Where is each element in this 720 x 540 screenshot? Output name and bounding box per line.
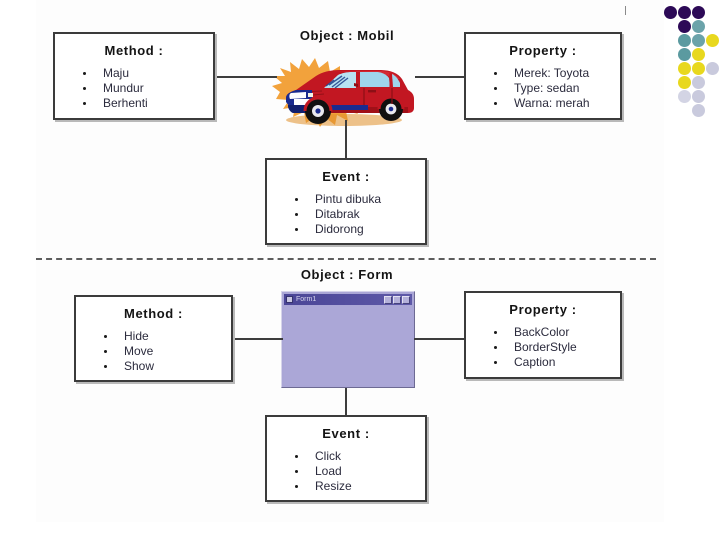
maximize-icon[interactable] <box>393 295 401 304</box>
event-list-mobil: Pintu dibuka Ditabrak Didorong <box>267 192 425 237</box>
list-item: Mundur <box>81 81 213 96</box>
list-item: Move <box>102 344 231 359</box>
list-item: BackColor <box>492 325 620 340</box>
dot-yellow <box>692 48 705 61</box>
system-menu-icon[interactable] <box>286 296 293 303</box>
dot-gray <box>678 90 691 103</box>
list-item: BorderStyle <box>492 340 620 355</box>
event-box-title: Event : <box>322 169 370 184</box>
dot-gray <box>706 62 719 75</box>
method-box-title: Method : <box>124 306 183 321</box>
property-box-title: Property : <box>509 302 577 317</box>
connector-object-to-event-mobil <box>345 120 347 158</box>
tick-mark-icon <box>625 6 626 15</box>
dot-purple <box>692 6 705 19</box>
event-box-form: Event : Click Load Resize <box>265 415 427 502</box>
vb-form-client-area[interactable] <box>284 306 412 385</box>
property-list-form: BackColor BorderStyle Caption <box>466 325 620 370</box>
dot-purple <box>678 20 691 33</box>
method-list-form: Hide Move Show <box>76 329 231 374</box>
decorative-dot-motif <box>612 0 720 118</box>
list-item: Didorong <box>293 222 425 237</box>
car-illustration <box>272 52 418 132</box>
list-item: Maju <box>81 66 213 81</box>
object-title-mobil: Object : Mobil <box>299 28 395 43</box>
list-item: Show <box>102 359 231 374</box>
property-box-title: Property : <box>509 43 577 58</box>
list-item: Pintu dibuka <box>293 192 425 207</box>
event-list-form: Click Load Resize <box>267 449 425 494</box>
list-item: Load <box>293 464 425 479</box>
list-item: Ditabrak <box>293 207 425 222</box>
dot-teal <box>692 20 705 33</box>
list-item: Warna: merah <box>492 96 620 111</box>
list-item: Resize <box>293 479 425 494</box>
dot-gray <box>692 104 705 117</box>
dot-teal <box>678 48 691 61</box>
dot-teal <box>678 34 691 47</box>
method-list-mobil: Maju Mundur Berhenti <box>55 66 213 111</box>
connector-method-to-object-form <box>233 338 283 340</box>
dot-yellow <box>678 76 691 89</box>
close-icon[interactable] <box>402 295 410 304</box>
vb-form-caption: Form1 <box>296 296 317 303</box>
list-item: Caption <box>492 355 620 370</box>
dot-yellow <box>692 62 705 75</box>
dot-yellow <box>678 62 691 75</box>
list-item: Merek: Toyota <box>492 66 620 81</box>
section-divider <box>36 258 656 260</box>
object-title-form: Object : Form <box>300 267 394 282</box>
connector-object-to-property-mobil <box>415 76 464 78</box>
list-item: Berhenti <box>81 96 213 111</box>
dot-purple <box>664 6 677 19</box>
vb-form-titlebar: Form1 <box>284 294 412 305</box>
method-box-form: Method : Hide Move Show <box>74 295 233 382</box>
property-list-mobil: Merek: Toyota Type: sedan Warna: merah <box>466 66 620 111</box>
list-item: Hide <box>102 329 231 344</box>
vb-form-window: Form1 <box>281 291 415 388</box>
minimize-icon[interactable] <box>384 295 392 304</box>
list-item: Type: sedan <box>492 81 620 96</box>
vb-form-window-buttons <box>384 295 410 304</box>
dot-purple <box>678 6 691 19</box>
connector-object-to-event-form <box>345 388 347 415</box>
event-box-mobil: Event : Pintu dibuka Ditabrak Didorong <box>265 158 427 245</box>
dot-gray <box>692 76 705 89</box>
property-box-form: Property : BackColor BorderStyle Caption <box>464 291 622 379</box>
connector-method-to-object-mobil <box>215 76 277 78</box>
dot-teal <box>692 34 705 47</box>
list-item: Click <box>293 449 425 464</box>
property-box-mobil: Property : Merek: Toyota Type: sedan War… <box>464 32 622 120</box>
dot-gray <box>692 90 705 103</box>
dot-yellow <box>706 34 719 47</box>
method-box-title: Method : <box>104 43 164 58</box>
method-box-mobil: Method : Maju Mundur Berhenti <box>53 32 215 120</box>
event-box-title: Event : <box>322 426 370 441</box>
connector-object-to-property-form <box>414 338 464 340</box>
